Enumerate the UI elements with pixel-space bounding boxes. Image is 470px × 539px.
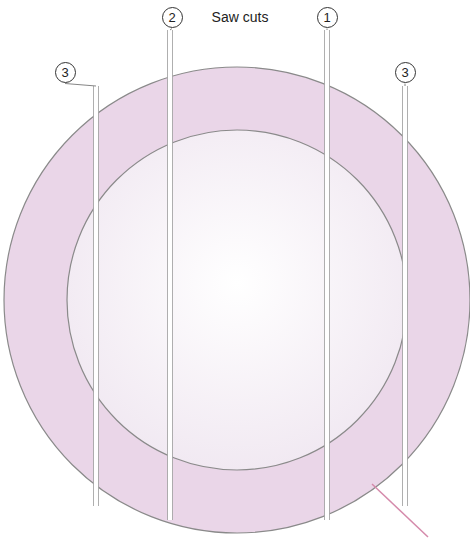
callout-text: 2 bbox=[168, 11, 175, 24]
leader-line bbox=[170, 29, 172, 31]
callout-number: 3 bbox=[55, 62, 76, 83]
callout-number: 3 bbox=[395, 62, 416, 83]
saw-cut bbox=[325, 30, 330, 520]
cut-edge bbox=[93, 86, 94, 506]
leader-line bbox=[65, 84, 96, 87]
leader-line bbox=[405, 84, 406, 87]
saw-cut bbox=[168, 30, 173, 520]
cut-edge bbox=[167, 30, 168, 520]
leader-line bbox=[327, 29, 328, 31]
cut-edge bbox=[402, 86, 403, 506]
saw-cut bbox=[94, 86, 99, 506]
ring-outer bbox=[4, 67, 470, 533]
callout-number: 1 bbox=[317, 7, 338, 28]
cut-edge bbox=[172, 30, 173, 520]
ring-inner bbox=[67, 130, 407, 470]
cut-edge bbox=[324, 30, 325, 520]
cut-edge bbox=[407, 86, 408, 506]
saw-cut bbox=[403, 86, 408, 506]
callout-number: 2 bbox=[162, 7, 183, 28]
callout-text: 3 bbox=[401, 66, 408, 79]
callout-text: 1 bbox=[323, 11, 330, 24]
callout-text: 3 bbox=[61, 66, 68, 79]
pointer-line bbox=[372, 484, 428, 537]
caption-label: Saw cuts bbox=[210, 9, 271, 25]
cut-edge bbox=[98, 86, 99, 506]
cut-edge bbox=[329, 30, 330, 520]
